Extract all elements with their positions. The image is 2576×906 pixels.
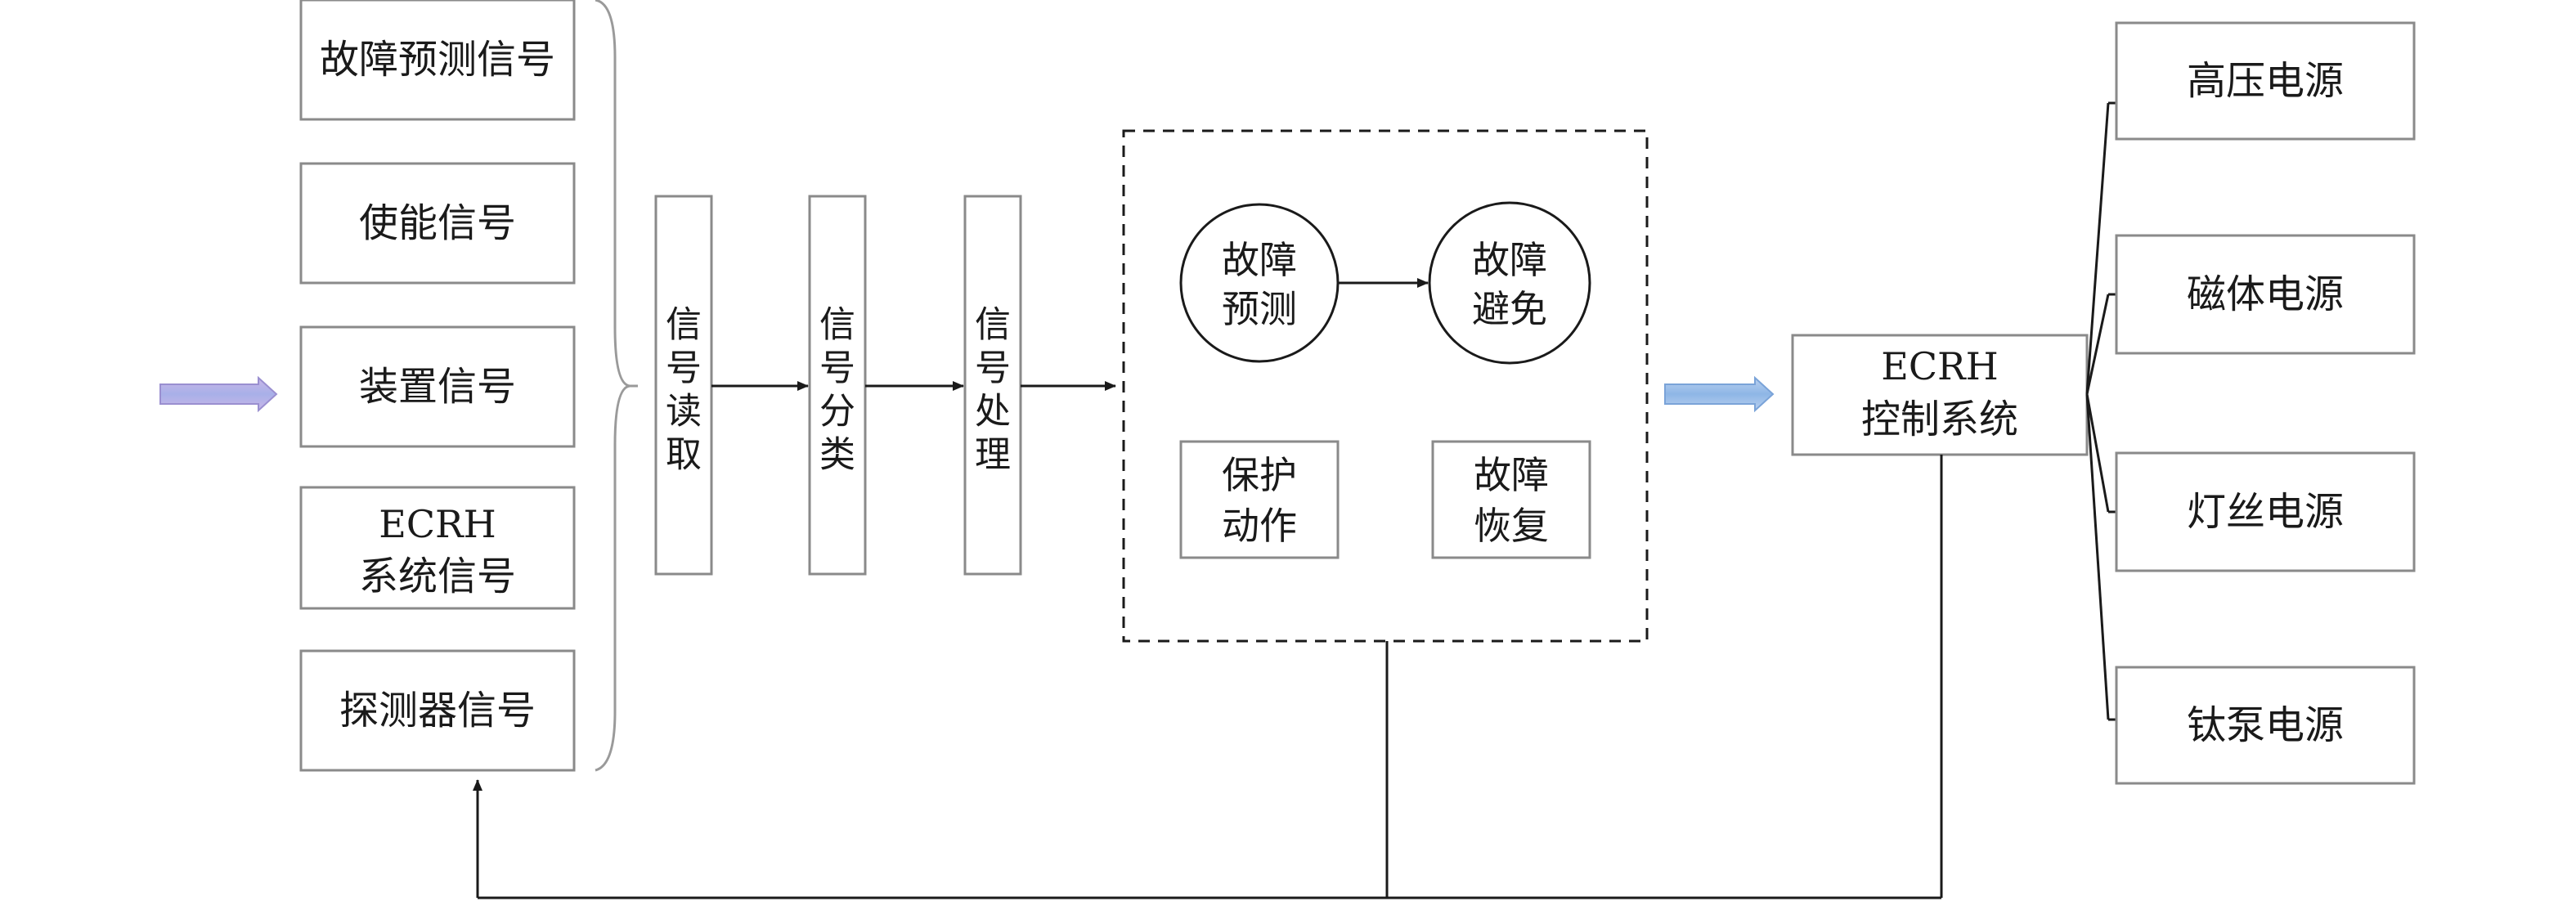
signal-label: 探测器信号	[339, 688, 536, 733]
stage-char: 分	[819, 391, 855, 433]
stage-char: 号	[666, 348, 702, 389]
signal-box-ecrh-system: ECRH 系统信号	[299, 486, 576, 610]
power-ti-pump: 钛泵电源	[2115, 666, 2416, 785]
power-high-voltage: 高压电源	[2115, 21, 2416, 141]
input-arrow-icon	[159, 375, 278, 413]
control-label-line1: ECRH	[1881, 344, 1999, 388]
node-protection-action: 保护 动作	[1179, 440, 1340, 559]
node-label-line1: 故障	[1474, 453, 1549, 497]
stage-char: 读	[666, 391, 702, 433]
stage-char: 信	[819, 304, 855, 346]
node-label-line2: 动作	[1222, 504, 1297, 548]
control-arrow-icon	[1664, 375, 1775, 413]
node-label-line2: 预测	[1222, 287, 1297, 331]
stage-char: 理	[975, 434, 1011, 476]
power-fanout-lines	[2085, 101, 2116, 721]
node-fault-recovery: 故障 恢复	[1431, 440, 1591, 559]
signal-label: 使能信号	[359, 200, 516, 246]
power-label: 灯丝电源	[2187, 489, 2344, 535]
stage-char: 类	[819, 434, 855, 476]
signal-label: 故障预测信号	[320, 37, 555, 83]
ecrh-control-system-box: ECRH 控制系统	[1791, 334, 2089, 456]
node-label-line1: 故障	[1472, 238, 1547, 282]
fault-handling-module	[1122, 129, 1649, 643]
power-label: 磁体电源	[2187, 271, 2344, 317]
signal-box-fault-prediction: 故障预测信号	[299, 0, 576, 121]
stage-char: 号	[975, 348, 1011, 389]
power-label: 钛泵电源	[2187, 702, 2344, 748]
power-label: 高压电源	[2187, 58, 2344, 104]
stage-char: 取	[666, 434, 702, 476]
node-label-line1: 故障	[1222, 238, 1297, 282]
node-fault-avoidance: 故障 避免	[1428, 201, 1591, 365]
signal-box-enable: 使能信号	[299, 162, 576, 285]
stage-signal-classify: 信 号 分 类	[808, 195, 867, 576]
stage-char: 信	[975, 304, 1011, 346]
node-label-line2: 避免	[1472, 287, 1547, 331]
signal-label: 装置信号	[359, 364, 516, 410]
signal-label-line2: 系统信号	[359, 554, 516, 599]
signal-label-line1: ECRH	[379, 502, 496, 546]
power-filament: 灯丝电源	[2115, 451, 2416, 572]
stage-signal-process: 信 号 处 理	[963, 195, 1022, 576]
power-magnet: 磁体电源	[2115, 234, 2416, 355]
feedback-loop	[473, 455, 1943, 899]
node-fault-prediction: 故障 预测	[1179, 203, 1340, 363]
stage-signal-read: 信 号 读 取	[654, 195, 713, 576]
node-label-line1: 保护	[1222, 453, 1297, 497]
stage-char: 处	[975, 391, 1011, 433]
stage-char: 信	[666, 304, 702, 346]
node-label-line2: 恢复	[1474, 504, 1549, 548]
signal-box-device: 装置信号	[299, 325, 576, 448]
control-label-line2: 控制系统	[1861, 397, 2018, 442]
stage-char: 号	[819, 348, 855, 389]
signal-brace	[595, 0, 631, 772]
signal-box-detector: 探测器信号	[299, 649, 576, 772]
